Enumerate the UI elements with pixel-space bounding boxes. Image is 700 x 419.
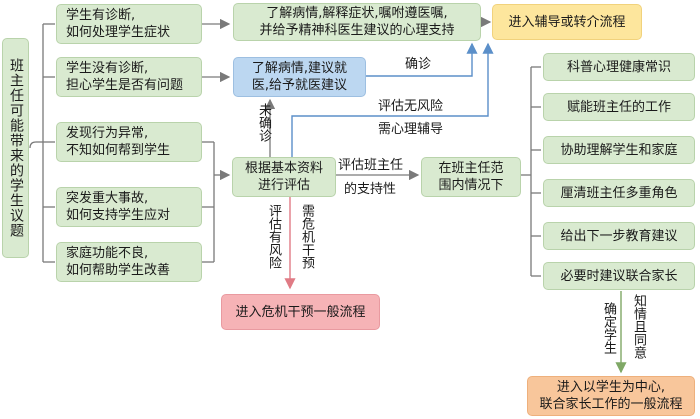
- left-title-box: 班主任可能带来的学生议题: [2, 38, 29, 258]
- issue-1-line-1: 学生有诊断,: [66, 8, 136, 23]
- scope-line-1: 在班主任范: [438, 161, 504, 176]
- issue-1-line-2: 如何处理学生症状: [66, 25, 171, 40]
- understand-line-2: 并给予精神科医生建议的心理支持: [259, 23, 455, 38]
- final-line-1: 进入以学生为中心,: [556, 380, 666, 395]
- issue-5-line-1: 家庭功能不良,: [66, 246, 149, 261]
- issue-5-line-2: 如何帮助学生改善: [66, 263, 171, 278]
- label-has-risk: 评估有风险: [266, 204, 281, 269]
- arrow-diagnosed: [366, 42, 478, 77]
- assess-line-2: 进行评估: [257, 178, 310, 193]
- issue-box-5: 家庭功能不良, 如何帮助学生改善: [56, 242, 202, 282]
- label-no-risk-1: 评估无风险: [378, 99, 444, 114]
- crisis-box: 进入危机干预一般流程: [221, 294, 380, 330]
- issue-box-4: 突发重大事故, 如何支持学生应对: [56, 187, 202, 227]
- label-not-diagnosed: 未确诊: [256, 103, 271, 142]
- issue-3-line-2: 不知如何帮到学生: [66, 143, 171, 158]
- final-box: 进入以学生为中心, 联合家长工作的一般流程: [527, 376, 695, 416]
- left-bracket: [29, 23, 55, 263]
- issue-2-line-1: 学生没有诊断,: [66, 61, 149, 76]
- right-item-1: 科普心理健康常识: [543, 53, 695, 81]
- issue-box-2: 学生没有诊断, 担心学生是否有问题: [56, 57, 202, 97]
- crisis-label: 进入危机干预一般流程: [235, 304, 366, 320]
- right-item-5: 给出下一步教育建议: [543, 222, 695, 250]
- label-confirm-student: 确定学生: [601, 302, 616, 354]
- label-diagnosed: 确诊: [405, 57, 432, 72]
- right-bracket: [521, 66, 541, 277]
- final-line-2: 联合家长工作的一般流程: [539, 397, 683, 412]
- right-item-5-label: 给出下一步教育建议: [560, 228, 678, 244]
- referral-box: 了解病情,建议就 医,给予就医建议: [233, 57, 366, 97]
- counsel-label: 进入辅导或转介流程: [508, 14, 626, 30]
- issue-4-line-1: 突发重大事故,: [66, 191, 149, 206]
- right-item-2-label: 赋能班主任的工作: [566, 99, 671, 115]
- label-need-crisis: 需危机干预: [299, 204, 314, 269]
- referral-line-2: 医,给予就医建议: [251, 78, 348, 93]
- right-item-3-label: 协助理解学生和家庭: [560, 142, 678, 158]
- counsel-box: 进入辅导或转介流程: [492, 4, 642, 40]
- assess-bracket: [202, 141, 215, 263]
- right-item-6: 必要时建议联合家长: [543, 262, 695, 290]
- understand-box: 了解病情,解释症状,嘱咐遵医嘱, 并给予精神科医生建议的心理支持: [233, 3, 481, 41]
- right-item-4: 厘清班主任多重角色: [543, 179, 695, 207]
- left-title: 班主任可能带来的学生议题: [8, 58, 24, 238]
- arrow-no-risk: [291, 42, 494, 158]
- label-support-2: 的支持性: [344, 182, 397, 197]
- right-item-6-label: 必要时建议联合家长: [560, 268, 678, 284]
- right-item-3: 协助理解学生和家庭: [543, 136, 695, 164]
- right-item-4-label: 厘清班主任多重角色: [560, 185, 678, 201]
- issue-box-1: 学生有诊断, 如何处理学生症状: [56, 4, 202, 44]
- issue-box-3: 发现行为异常, 不知如何帮到学生: [56, 122, 202, 162]
- assess-line-1: 根据基本资料: [244, 161, 323, 176]
- right-item-1-label: 科普心理健康常识: [566, 59, 671, 75]
- issue-4-line-2: 如何支持学生应对: [66, 208, 171, 223]
- referral-line-1: 了解病情,建议就: [251, 61, 348, 76]
- label-support-1: 评估班主任: [338, 158, 404, 173]
- understand-line-1: 了解病情,解释症状,嘱咐遵医嘱,: [266, 6, 448, 21]
- assess-box: 根据基本资料 进行评估: [232, 157, 336, 197]
- label-know-agree: 知情且同意: [631, 294, 646, 359]
- scope-box: 在班主任范 围内情况下: [421, 157, 521, 197]
- right-item-2: 赋能班主任的工作: [543, 93, 695, 121]
- issue-2-line-2: 担心学生是否有问题: [66, 78, 184, 93]
- scope-line-2: 围内情况下: [438, 178, 504, 193]
- label-no-risk-2: 需心理辅导: [378, 122, 444, 137]
- issue-3-line-1: 发现行为异常,: [66, 126, 149, 141]
